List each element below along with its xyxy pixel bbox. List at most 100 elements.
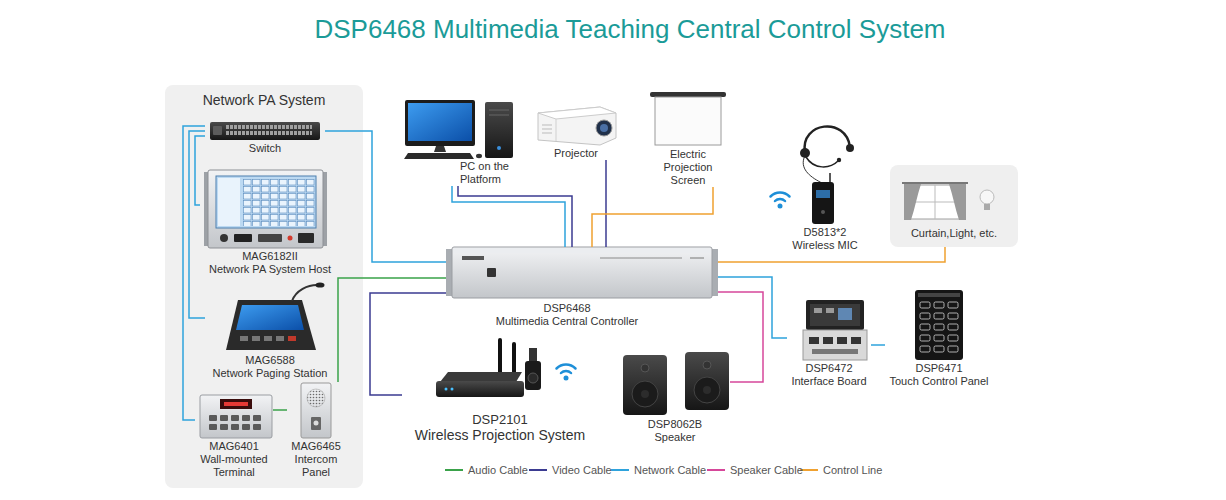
wireless-mic-icon	[829, 173, 831, 183]
legend-line-sample	[445, 465, 463, 475]
pa-host-icon	[243, 179, 315, 226]
wifi-symbol	[561, 371, 571, 373]
device-label: PC on the Platform	[460, 160, 518, 186]
wireless-mic-icon	[846, 144, 854, 152]
wireless-projection-icon	[512, 342, 516, 374]
wifi-symbol	[778, 204, 783, 209]
wifi-symbol	[557, 365, 576, 381]
switch-icon	[210, 122, 320, 140]
intercom-panel-icon	[301, 383, 331, 438]
paging-station-icon	[288, 336, 296, 341]
device-label: MAG6182II	[200, 250, 340, 263]
device-label: Projector	[535, 147, 617, 160]
legend-line-sample	[611, 465, 629, 475]
curtain-light-icon	[902, 183, 994, 220]
pc-icon	[485, 102, 513, 158]
curtain-light-icon	[984, 204, 990, 210]
cable-connector	[273, 409, 287, 411]
interface-board-icon	[803, 330, 867, 360]
projection-screen-icon	[650, 92, 726, 145]
speaker-icon	[623, 355, 667, 415]
intercom-panel-icon	[311, 417, 321, 430]
intercom-panel-icon	[307, 389, 325, 407]
cable-connector	[452, 186, 565, 247]
wireless-mic-icon	[816, 190, 830, 198]
wall-terminal-icon	[208, 414, 263, 432]
cable-connector	[195, 136, 205, 205]
pc-icon	[404, 100, 513, 159]
device-label: DSP6472	[787, 362, 871, 375]
pa-host-icon	[220, 234, 228, 242]
pc-icon	[489, 115, 509, 116]
cable-connector	[718, 247, 945, 262]
curtain-light-icon	[980, 190, 994, 204]
projection-screen-icon	[650, 92, 726, 97]
legend-item: Audio Cable	[445, 464, 528, 476]
wall-terminal-icon	[220, 399, 252, 409]
projector-icon	[542, 125, 552, 126]
legend-line-sample	[445, 469, 463, 471]
pa-host-icon	[204, 170, 327, 248]
pa-host-icon	[216, 176, 316, 228]
central-controller-icon	[690, 257, 704, 258]
speaker-icon	[703, 386, 711, 394]
pc-icon	[497, 146, 501, 150]
device-label: Network Paging Station	[205, 367, 335, 380]
interface-board-icon	[838, 308, 852, 320]
projector-icon	[542, 133, 552, 134]
legend-item: Speaker Cable	[707, 464, 803, 476]
projector-icon	[542, 129, 552, 130]
interface-board-icon	[826, 308, 834, 313]
diagram-title: DSP6468 Multimedia Teaching Central Cont…	[130, 14, 1130, 45]
device-label: MAG6588	[205, 354, 335, 367]
device-label: D5813*2	[788, 226, 862, 239]
paging-station-icon	[292, 285, 317, 301]
wireless-projection-icon	[436, 338, 541, 397]
touch-panel-icon	[915, 290, 963, 360]
pa-host-icon	[218, 178, 240, 226]
central-controller-icon	[462, 256, 484, 260]
paging-station-icon	[226, 282, 325, 350]
switch-icon	[226, 125, 312, 137]
intercom-panel-icon	[301, 383, 331, 438]
switch-icon	[210, 122, 320, 140]
paging-station-icon	[276, 336, 284, 341]
device-label: Curtain,Light, etc.	[890, 227, 1018, 240]
central-controller-icon	[446, 247, 718, 298]
wireless-projection-icon	[528, 373, 538, 383]
legend-label: Speaker Cable	[730, 464, 803, 476]
speaker-icon	[632, 381, 658, 407]
speaker-icon	[623, 352, 729, 415]
cable-connector	[718, 292, 763, 382]
wireless-projection-icon	[498, 338, 502, 374]
interface-board-icon	[814, 308, 822, 313]
pa-host-icon	[208, 170, 323, 248]
wireless-mic-icon	[806, 157, 838, 167]
paging-station-icon	[264, 336, 272, 341]
wireless-mic-icon	[803, 158, 822, 183]
curtain-light-icon	[904, 184, 921, 220]
device-label: Network PA System Host	[200, 263, 340, 276]
pc-icon	[434, 146, 446, 152]
pc-icon	[404, 153, 474, 159]
cable-connector	[592, 187, 713, 247]
wireless-projection-icon	[445, 388, 448, 391]
wireless-mic-icon	[800, 148, 810, 158]
speaker-icon	[694, 377, 720, 403]
wireless-mic-icon	[821, 210, 825, 214]
legend-label: Network Cable	[634, 464, 706, 476]
projector-icon	[556, 119, 557, 141]
touch-panel-icon	[915, 290, 963, 360]
interface-board-icon	[812, 349, 858, 354]
device-label: Wall-mounted Terminal	[196, 453, 272, 479]
legend-label: Control Line	[823, 464, 882, 476]
wireless-mic-icon	[837, 158, 841, 162]
device-label: Electric Projection Screen	[657, 148, 719, 187]
paging-station-icon	[240, 336, 248, 341]
interface-board-icon	[837, 337, 847, 344]
speaker-icon	[641, 390, 649, 398]
projector-icon	[600, 124, 608, 132]
wall-terminal-icon	[200, 395, 272, 438]
